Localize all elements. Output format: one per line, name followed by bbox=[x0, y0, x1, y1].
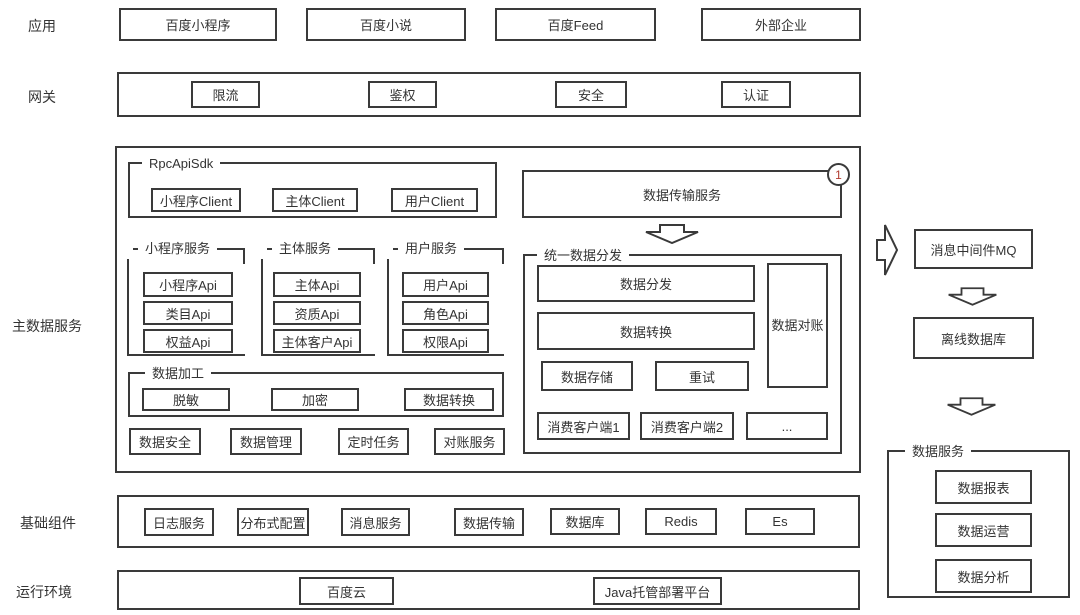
box-log-service: 日志服务 bbox=[144, 508, 214, 536]
box-miniprogram-client: 小程序Client bbox=[151, 188, 241, 212]
box-baidu-miniprogram: 百度小程序 bbox=[119, 8, 277, 41]
box-retry: 重试 bbox=[655, 361, 749, 391]
box-baidu-feed: 百度Feed bbox=[495, 8, 656, 41]
box-distributed-config: 分布式配置 bbox=[237, 508, 309, 536]
group-rpcapisdk: RpcApiSdk bbox=[128, 155, 497, 218]
box-rights-api: 权益Api bbox=[143, 329, 233, 353]
runtime-frame bbox=[117, 570, 860, 610]
label-gateway: 网关 bbox=[28, 89, 56, 105]
box-rate-limit: 限流 bbox=[191, 81, 260, 108]
box-authentication: 认证 bbox=[721, 81, 791, 108]
box-data-storage: 数据存储 bbox=[541, 361, 633, 391]
box-data-report: 数据报表 bbox=[935, 470, 1032, 504]
box-data-dispatch: 数据分发 bbox=[537, 265, 755, 302]
step-badge: 1 bbox=[827, 163, 850, 186]
box-mq: 消息中间件MQ bbox=[914, 229, 1033, 269]
label-app: 应用 bbox=[28, 18, 56, 34]
box-data-management: 数据管理 bbox=[230, 428, 302, 455]
group-data-service-label: 数据服务 bbox=[905, 443, 972, 460]
box-data-transform-2: 数据转换 bbox=[537, 312, 755, 350]
box-encrypt: 加密 bbox=[271, 388, 359, 411]
label-main: 主数据服务 bbox=[12, 318, 82, 334]
group-miniprogram-service-label: 小程序服务 bbox=[138, 240, 218, 257]
box-subject-api: 主体Api bbox=[273, 272, 361, 297]
base-frame bbox=[117, 495, 860, 548]
group-data-processing-label: 数据加工 bbox=[145, 365, 212, 382]
label-runtime: 运行环境 bbox=[16, 584, 72, 600]
box-data-transmission: 数据传输 bbox=[454, 508, 524, 536]
box-offline-db: 离线数据库 bbox=[913, 317, 1034, 359]
main-frame bbox=[115, 146, 861, 473]
gateway-frame bbox=[117, 72, 861, 117]
box-reconciliation-service: 对账服务 bbox=[434, 428, 505, 455]
arrow-down-icon bbox=[645, 224, 699, 244]
box-redis: Redis bbox=[645, 508, 717, 535]
box-external-enterprise: 外部企业 bbox=[701, 8, 861, 41]
group-data-service: 数据服务 bbox=[887, 443, 1070, 598]
box-scheduled-task: 定时任务 bbox=[338, 428, 409, 455]
box-permission-api: 权限Api bbox=[402, 329, 489, 353]
box-database: 数据库 bbox=[550, 508, 620, 535]
group-unified-dispatch-label: 统一数据分发 bbox=[537, 247, 630, 264]
group-data-processing: 数据加工 bbox=[128, 365, 504, 417]
arrow-down-icon bbox=[948, 287, 997, 306]
group-miniprogram-service: 小程序服务 bbox=[127, 240, 245, 356]
box-desensitize: 脱敏 bbox=[142, 388, 230, 411]
group-rpcapisdk-label: RpcApiSdk bbox=[142, 155, 221, 172]
box-data-operation: 数据运营 bbox=[935, 513, 1032, 547]
box-qualification-api: 资质Api bbox=[273, 301, 361, 325]
group-unified-dispatch: 统一数据分发 bbox=[523, 247, 842, 454]
box-java-platform: Java托管部署平台 bbox=[593, 577, 722, 605]
label-base: 基础组件 bbox=[20, 515, 76, 531]
group-subject-service: 主体服务 bbox=[261, 240, 375, 356]
box-role-api: 角色Api bbox=[402, 301, 489, 325]
box-es: Es bbox=[745, 508, 815, 535]
arrow-right-icon bbox=[876, 224, 898, 276]
box-baidu-cloud: 百度云 bbox=[299, 577, 394, 605]
box-subject-client: 主体Client bbox=[272, 188, 358, 212]
box-user-client: 用户Client bbox=[391, 188, 478, 212]
arrow-down-icon bbox=[947, 397, 996, 416]
box-subject-customer-api: 主体客户Api bbox=[273, 329, 361, 353]
box-consumer-more: ... bbox=[746, 412, 828, 440]
box-message-service: 消息服务 bbox=[341, 508, 410, 536]
group-subject-service-label: 主体服务 bbox=[272, 240, 339, 257]
box-miniprogram-api: 小程序Api bbox=[143, 272, 233, 297]
box-baidu-novel: 百度小说 bbox=[306, 8, 466, 41]
box-security: 安全 bbox=[555, 81, 627, 108]
box-consumer-client-1: 消费客户端1 bbox=[537, 412, 630, 440]
box-data-analysis: 数据分析 bbox=[935, 559, 1032, 593]
box-consumer-client-2: 消费客户端2 bbox=[640, 412, 734, 440]
box-data-transform: 数据转换 bbox=[404, 388, 494, 411]
box-authz: 鉴权 bbox=[368, 81, 437, 108]
box-data-security: 数据安全 bbox=[129, 428, 201, 455]
box-category-api: 类目Api bbox=[143, 301, 233, 325]
group-user-service-label: 用户服务 bbox=[398, 240, 465, 257]
box-data-reconciliation: 数据对账 bbox=[767, 263, 828, 388]
box-data-transfer-service: 数据传输服务 bbox=[522, 170, 842, 218]
box-user-api: 用户Api bbox=[402, 272, 489, 297]
group-user-service: 用户服务 bbox=[387, 240, 504, 356]
